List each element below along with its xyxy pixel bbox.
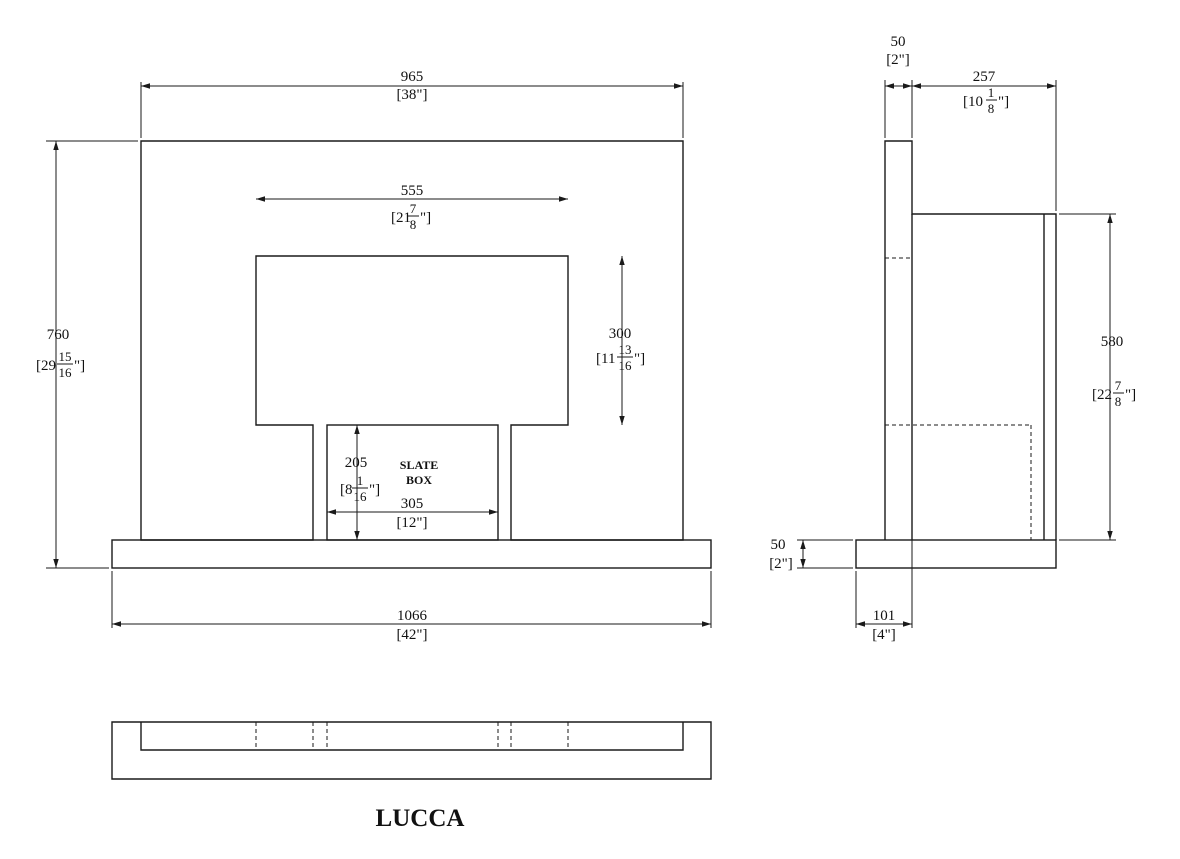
dim-257: 257 [973, 69, 996, 85]
dim-1066: 1066 [397, 608, 428, 624]
dim-300-den: 16 [619, 358, 633, 373]
dim-965: 965 [401, 69, 424, 85]
dim-760-den: 16 [59, 365, 73, 380]
dim-300-close: "] [634, 351, 645, 367]
slate-box-label: SLATE [400, 458, 438, 472]
dim-50-top-in: [2"] [886, 52, 910, 68]
dim-580-num: 7 [1115, 378, 1122, 393]
hearth [111, 539, 712, 569]
side-hearth [855, 539, 1057, 569]
dim-965-in: [38"] [396, 87, 427, 103]
dim-555-den: 8 [410, 217, 417, 232]
side-elevation: 50 [2"] 257 [10 1 8 "] 580 [22 7 8 "] 50… [769, 34, 1136, 643]
dim-257-close: "] [998, 94, 1009, 110]
dim-50-top: 50 [891, 34, 906, 50]
dim-555: 555 [401, 183, 424, 199]
dim-300: 300 [609, 326, 632, 342]
dim-305-in: [12"] [396, 515, 427, 531]
dim-555-num: 7 [410, 201, 417, 216]
dim-580-den: 8 [1115, 394, 1122, 409]
plan-inner [140, 722, 684, 751]
slate-box-label-2: BOX [406, 473, 432, 487]
dim-555-whole: [21 [391, 210, 411, 226]
dim-205: 205 [345, 455, 368, 471]
dim-205-den: 16 [354, 489, 368, 504]
dim-760: 760 [47, 327, 70, 343]
dim-101-in: [4"] [872, 627, 896, 643]
dim-50-hearth-in: [2"] [769, 556, 793, 572]
dim-305: 305 [401, 496, 424, 512]
dim-205-whole: [8 [340, 482, 353, 498]
side-profile [884, 140, 1057, 540]
dim-760-num: 15 [59, 349, 72, 364]
front-elevation: SLATE BOX 965 [38"] 555 [21 7 8 "] 760 [… [36, 69, 712, 643]
dim-257-num: 1 [988, 85, 995, 100]
dim-760-whole: [29 [36, 358, 56, 374]
dim-257-den: 8 [988, 101, 995, 116]
dim-555-close: "] [420, 210, 431, 226]
dim-580-whole: [22 [1092, 387, 1112, 403]
dim-101: 101 [873, 608, 896, 624]
dim-50-hearth: 50 [771, 537, 786, 553]
dim-580-close: "] [1125, 387, 1136, 403]
drawing-title: LUCCA [376, 805, 465, 832]
dim-257-whole: [10 [963, 94, 983, 110]
dim-205-close: "] [369, 482, 380, 498]
dim-300-num: 13 [619, 342, 632, 357]
dim-1066-in: [42"] [396, 627, 427, 643]
surround-outline [140, 140, 684, 541]
dim-300-whole: [11 [596, 351, 615, 367]
dim-580: 580 [1101, 334, 1124, 350]
dim-760-close: "] [74, 358, 85, 374]
plan-view [111, 721, 712, 780]
dim-205-num: 1 [357, 473, 364, 488]
